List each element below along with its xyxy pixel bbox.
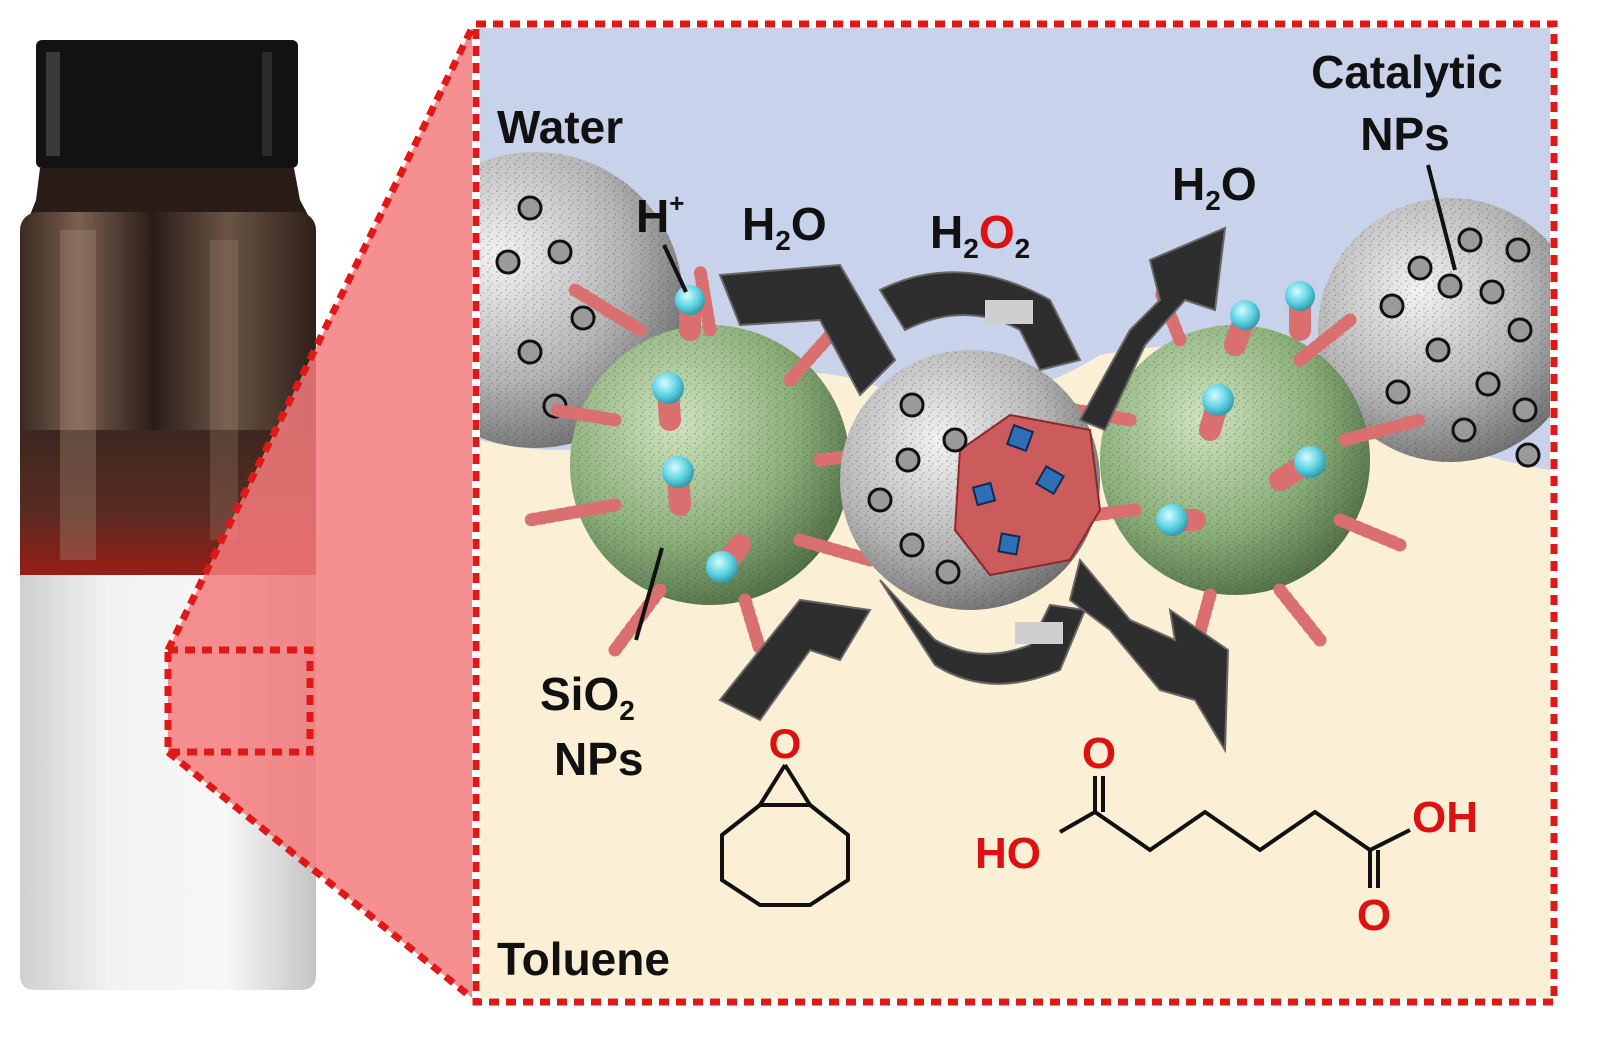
h2o2-oxygen: O xyxy=(979,206,1015,258)
h-plus-sup: + xyxy=(669,188,684,218)
arrow-water-out xyxy=(1078,226,1227,432)
sio2-label-line2: NPs xyxy=(554,733,643,785)
cutaway-core xyxy=(953,413,1102,577)
catalytic-label-line1: Catalytic xyxy=(1311,46,1503,98)
catalytic-np-right xyxy=(1318,198,1550,468)
arrow-acid-out xyxy=(1068,557,1230,754)
h-plus-label: H+ xyxy=(636,188,684,242)
h2o-right-label: H2O xyxy=(1172,158,1257,216)
proton-ligands xyxy=(652,281,1326,583)
water-label: Water xyxy=(497,101,623,153)
h2o2-label: H2O2 xyxy=(930,206,1030,264)
acid-ho: HO xyxy=(975,829,1041,878)
catalytic-label-line2: NPs xyxy=(1360,108,1449,160)
sio2-label-line1: SiO2 xyxy=(540,668,635,726)
adipic-acid-structure xyxy=(1059,776,1411,888)
acid-oh: OH xyxy=(1412,793,1478,842)
arrow-water-in xyxy=(718,263,897,397)
cyclohexene-oxide-structure xyxy=(720,763,850,907)
acid-o-top: O xyxy=(1082,729,1116,778)
vial-photo xyxy=(20,40,316,990)
central-catalytic-np xyxy=(840,350,1102,610)
zoom-region-box xyxy=(164,646,314,756)
reaction-arrows xyxy=(718,226,1230,754)
arrow-h2o2-in xyxy=(878,271,1082,372)
callout-lines xyxy=(634,164,1457,641)
epoxide-oxygen: O xyxy=(769,720,802,767)
interface-panel: Water Toluene Catalytic NPs H+ H2O H2O2 … xyxy=(480,28,1550,998)
vial-neck xyxy=(30,168,308,215)
silica-np-left xyxy=(570,325,850,605)
arrow-epoxide-in xyxy=(718,598,872,722)
silica-np-right xyxy=(1100,325,1370,595)
proton-ball xyxy=(675,285,705,315)
acid-o-bottom: O xyxy=(1357,891,1391,940)
vial-cap xyxy=(36,40,298,168)
h-plus-h: H xyxy=(636,190,669,242)
toluene-label: Toluene xyxy=(497,933,670,985)
panel-frame xyxy=(472,20,1558,1006)
h2o-left-label: H2O xyxy=(742,198,827,256)
